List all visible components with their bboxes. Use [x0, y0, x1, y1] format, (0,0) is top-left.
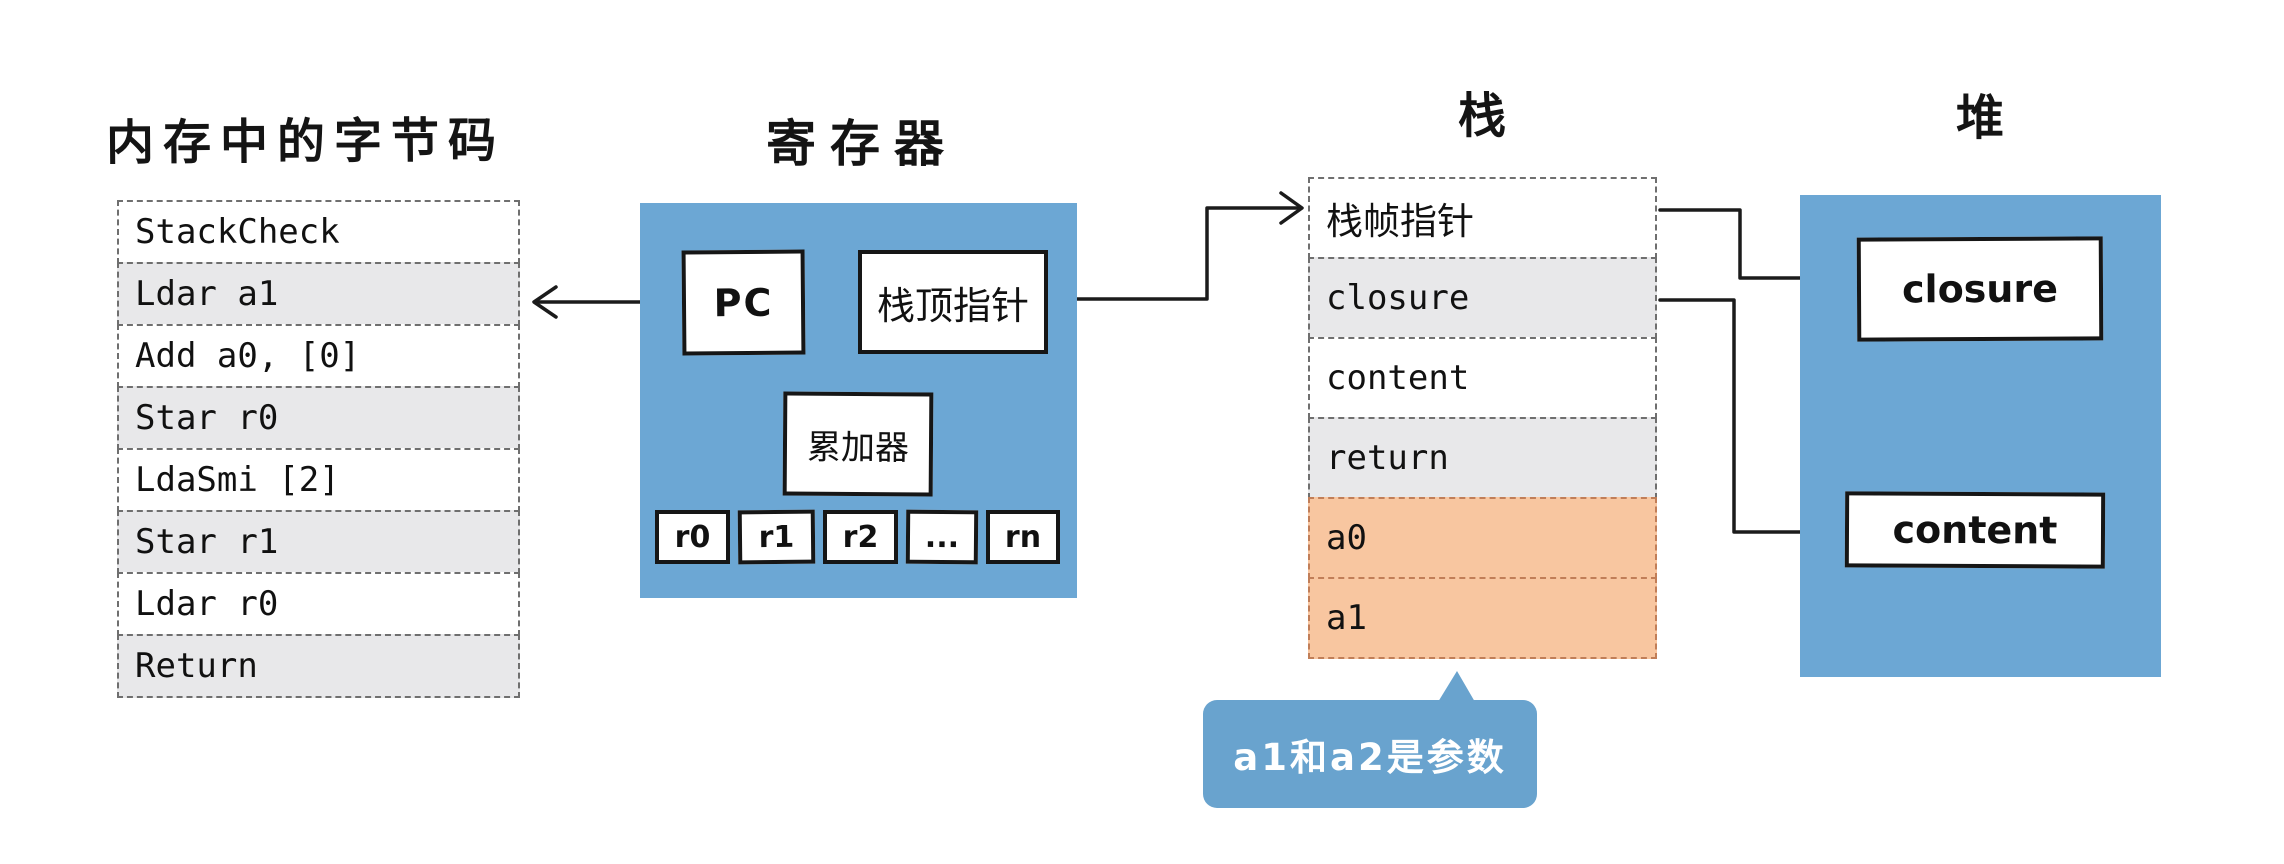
stack-row-return: return [1308, 417, 1657, 499]
bytecode-list: StackCheck Ldar a1 Add a0, [0] Star r0 L… [117, 200, 520, 698]
stack-list: 栈帧指针 closure content return a0 a1 [1308, 177, 1657, 659]
registers-section-title: 寄存器 [766, 115, 958, 173]
bytecode-row-return: Return [117, 634, 520, 698]
stack-top-pointer-box: 栈顶指针 [858, 250, 1048, 354]
register-cell-r0: r0 [655, 510, 730, 564]
stack-row-a1: a1 [1308, 577, 1657, 659]
general-register-row: r0 r1 r2 ... rn [655, 509, 1060, 565]
arrow-stacktop-to-stack [1046, 191, 1304, 301]
register-cell-r2: r2 [823, 510, 898, 564]
heap-box: closure content [1800, 195, 2161, 677]
parameters-callout: a1和a2是参数 [1203, 700, 1537, 808]
stack-section-title: 栈 [1458, 88, 1507, 144]
register-cell-ellipsis: ... [905, 509, 979, 565]
stack-row-content: content [1308, 337, 1657, 419]
memory-section-title: 内存中的字节码 [105, 112, 506, 172]
accumulator-box: 累加器 [782, 391, 934, 497]
bytecode-row-ldasmi: LdaSmi [2] [117, 448, 520, 512]
bytecode-row-star-r0: Star r0 [117, 386, 520, 450]
pc-register-box: PC [681, 249, 806, 356]
bytecode-row-ldar-a1: Ldar a1 [117, 262, 520, 326]
register-cell-rn: rn [986, 510, 1060, 564]
bytecode-row-star-r1: Star r1 [117, 510, 520, 574]
bytecode-row-add: Add a0, [0] [117, 324, 520, 388]
heap-content-box: content [1844, 491, 2106, 569]
heap-closure-box: closure [1856, 236, 2104, 342]
registers-box: PC 栈顶指针 累加器 r0 r1 r2 ... rn [640, 203, 1077, 598]
bytecode-row-stackcheck: StackCheck [117, 200, 520, 264]
stack-row-closure: closure [1308, 257, 1657, 339]
callout-pointer-triangle [1438, 671, 1475, 702]
stack-row-a0: a0 [1308, 497, 1657, 579]
bytecode-row-ldar-r0: Ldar r0 [117, 572, 520, 636]
register-cell-r1: r1 [737, 509, 816, 565]
stack-row-frame-pointer: 栈帧指针 [1308, 177, 1657, 259]
heap-section-title: 堆 [1956, 90, 2005, 146]
